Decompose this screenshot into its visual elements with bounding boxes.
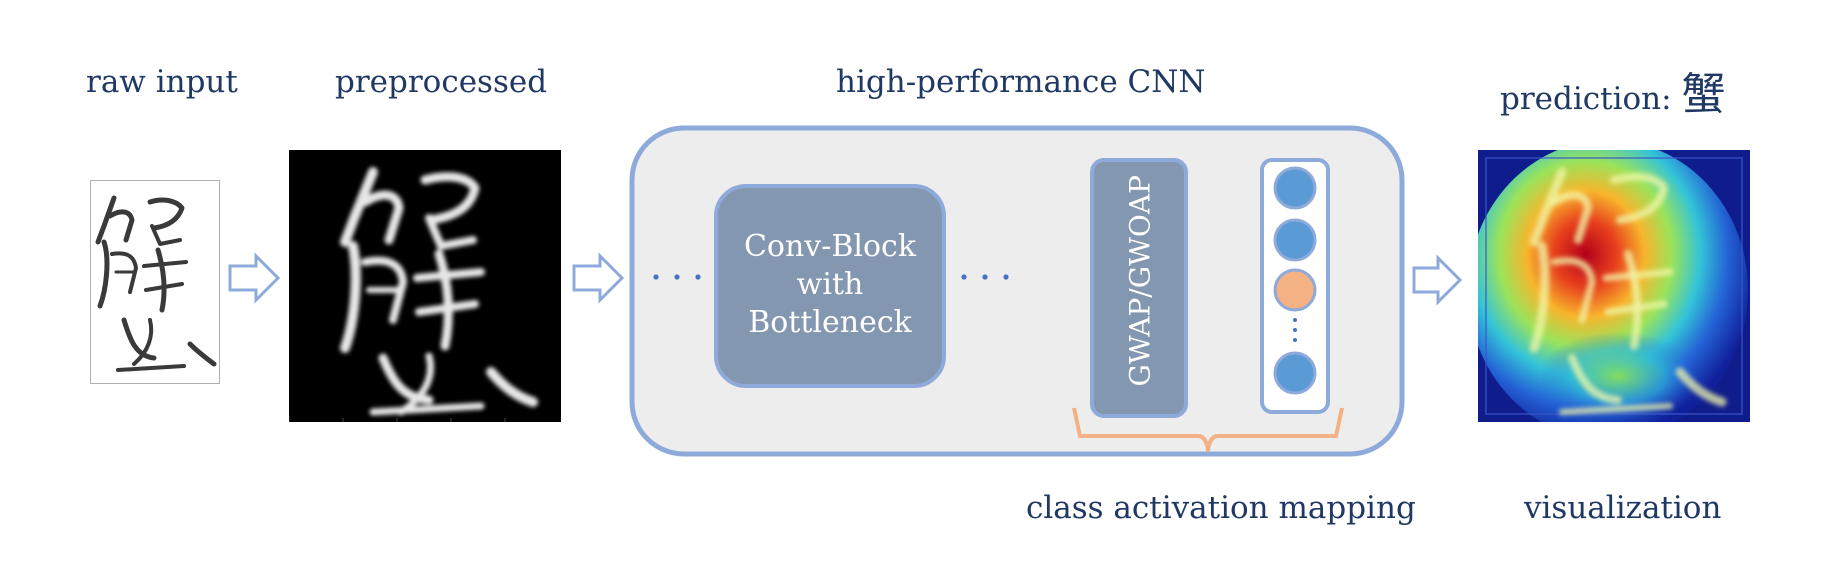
arrow-4 [1202, 252, 1251, 304]
prediction-label: prediction: 蟹 [1500, 58, 1725, 122]
raw-input-label: raw input [86, 64, 238, 100]
node-3-predicted [1273, 268, 1317, 312]
arrow-3 [1030, 252, 1081, 304]
conv-line-1: Conv-Block [743, 229, 917, 264]
conv-line-2: with [796, 267, 864, 302]
arrow-5 [1412, 254, 1463, 306]
preprocessed-label: preprocessed [335, 64, 548, 100]
cam-visualization-image [1478, 150, 1750, 422]
node-n [1273, 351, 1317, 395]
cnn-label: high-performance CNN [836, 64, 1206, 100]
arrow-2 [572, 252, 625, 304]
preprocessed-image [289, 150, 561, 422]
visualization-label: visualization [1524, 490, 1722, 526]
arrow-1 [228, 252, 281, 304]
conv-line-3: Bottleneck [748, 305, 912, 340]
node-2 [1273, 218, 1317, 262]
prediction-char: 蟹 [1681, 69, 1726, 120]
node-1 [1273, 166, 1317, 210]
conv-block-label: Conv-Block with Bottleneck [716, 228, 944, 342]
output-layer [1260, 158, 1330, 414]
prediction-text: prediction: [1500, 81, 1672, 117]
gwap-label: GWAP/GWOAP [1123, 175, 1157, 387]
cam-brace [1072, 407, 1344, 452]
raw-input-image [90, 180, 220, 384]
cam-label: class activation mapping [1026, 490, 1416, 526]
